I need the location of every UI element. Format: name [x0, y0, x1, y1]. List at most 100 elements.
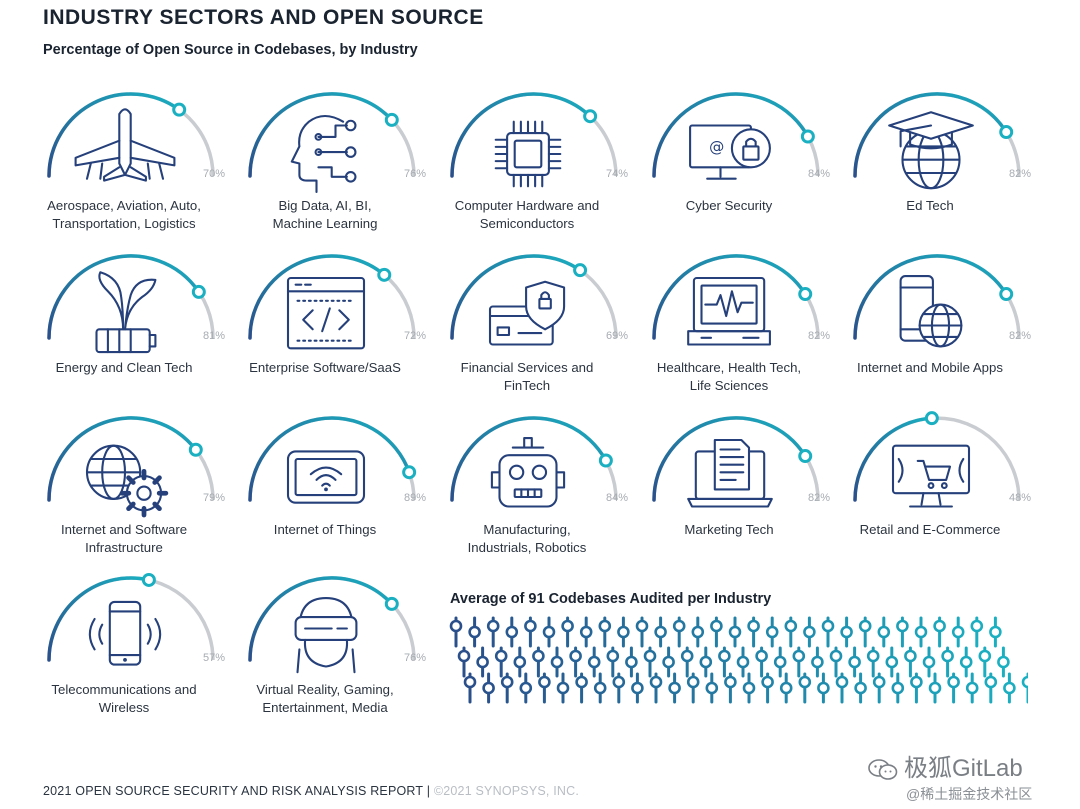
- gauge-track: [248, 92, 416, 177]
- gauge-percent-label: 89%: [404, 492, 426, 504]
- gauge-value-marker: [924, 411, 939, 426]
- gauge-value-arc: [47, 92, 181, 178]
- gauge-percent-label: 79%: [203, 492, 225, 504]
- codebase-figure: [542, 616, 556, 648]
- gauge-3: 84% @ Cyber Security: [652, 92, 830, 213]
- gauge-percent-label: 72%: [404, 330, 426, 342]
- codebase-figure: [691, 616, 705, 648]
- codebase-figure: [524, 616, 537, 648]
- page-title: INDUSTRY SECTORS AND OPEN SOURCE: [43, 6, 484, 29]
- gauge-value-arc: [853, 254, 1008, 340]
- codebase-figure: [914, 616, 928, 648]
- codebase-figure: [463, 672, 477, 704]
- ecg-monitor-icon: [687, 276, 771, 346]
- codebase-figure: [593, 672, 607, 704]
- gauge-industry-label: Marketing Tech: [684, 522, 773, 537]
- codebase-figure: [569, 646, 582, 678]
- gauge-percent-label: 48%: [1009, 492, 1031, 504]
- watermark: 极狐GitLab: [868, 748, 1023, 783]
- gauge-industry-label: Transportation, Logistics: [52, 216, 196, 231]
- codebase-figure: [941, 646, 954, 678]
- codebase-figure: [765, 616, 779, 648]
- gauge-value-marker: [188, 442, 203, 457]
- gauge-percent-label: 74%: [606, 168, 628, 180]
- codebase-figure: [829, 646, 843, 678]
- gauge-percent-label: 82%: [808, 330, 830, 342]
- gauge-track: [450, 416, 618, 501]
- wechat-icon: [868, 758, 898, 780]
- codebase-figure: [449, 616, 463, 648]
- gauge-industry-label: Energy and Clean Tech: [56, 360, 193, 375]
- gauge-industry-label: Industrials, Robotics: [468, 540, 587, 555]
- codebase-figure: [561, 616, 574, 648]
- gauge-track: [652, 254, 820, 339]
- watermark-source: @稀土掘金技术社区: [906, 786, 1033, 802]
- codebase-figure: [718, 646, 731, 678]
- gauge-percent-label: 81%: [203, 330, 225, 342]
- average-codebases-title: Average of 91 Codebases Audited per Indu…: [450, 591, 772, 607]
- watermark-brand: 极狐GitLab: [904, 755, 1023, 782]
- codebase-figure: [649, 672, 663, 704]
- gauge-industry-label: Internet and Mobile Apps: [857, 360, 1003, 375]
- gauge-16: 76%Virtual Reality, Gaming,Entertainment…: [248, 576, 426, 715]
- gauge-value-arc: [652, 92, 810, 178]
- codebase-figure: [866, 646, 880, 678]
- monitor-lock-icon: @: [689, 124, 771, 180]
- codebase-figure: [468, 616, 481, 648]
- gauge-value-marker: [141, 572, 156, 587]
- codebase-figure: [848, 646, 861, 678]
- codebase-figure: [736, 646, 750, 678]
- gauge-industry-label: Big Data, AI, BI,: [278, 198, 371, 213]
- codebase-figure: [710, 616, 723, 648]
- codebase-figure: [654, 616, 667, 648]
- codebase-figure: [617, 616, 630, 648]
- codebase-figure: [556, 672, 570, 704]
- codebase-figure: [896, 616, 909, 648]
- codebase-figure: [872, 672, 886, 704]
- gauge-percent-label: 82%: [1009, 330, 1031, 342]
- gauge-industry-label: Machine Learning: [273, 216, 378, 231]
- codebase-figure: [598, 616, 612, 648]
- gauge-industry-label: Infrastructure: [85, 540, 163, 555]
- gauge-value-arc: [450, 254, 582, 340]
- robot-icon: [490, 437, 566, 508]
- codebase-figure: [910, 672, 923, 704]
- codebase-figure: [803, 616, 816, 648]
- codebase-figure: [755, 646, 768, 678]
- gauge-5: 81% Energy and Clean Tech: [47, 254, 225, 375]
- codebase-figure: [532, 646, 545, 678]
- monitor-cart-icon: [891, 444, 971, 508]
- gauge-industry-label: FinTech: [504, 378, 550, 393]
- gauge-12: 84%Manufacturing,Industrials, Robotics: [450, 416, 628, 555]
- gauge-11: 89%Internet of Things: [248, 416, 426, 537]
- codebase-figure: [612, 672, 626, 704]
- gauge-industry-label: Healthcare, Health Tech,: [657, 360, 801, 375]
- chart-subtitle: Percentage of Open Source in Codebases, …: [43, 42, 418, 58]
- codebase-figure: [1003, 672, 1016, 704]
- tablet-wifi-icon: [286, 450, 366, 504]
- codebase-figure: [505, 616, 519, 648]
- footer: 2021 OPEN SOURCE SECURITY AND RISK ANALY…: [43, 784, 579, 798]
- codebase-figure: [779, 672, 793, 704]
- gauge-industry-label: Computer Hardware and: [455, 198, 599, 213]
- gauge-percent-label: 57%: [203, 652, 225, 664]
- codebase-figure: [457, 646, 471, 678]
- codebase-figure: [885, 646, 899, 678]
- codebase-figure: [494, 646, 508, 678]
- codebase-figure: [482, 672, 495, 704]
- gauge-value-arc: [652, 416, 807, 502]
- gauge-track: [47, 576, 215, 661]
- gauge-percent-label: 69%: [606, 330, 628, 342]
- gauge-value-arc: [248, 92, 394, 178]
- gauge-13: 82%Marketing Tech: [652, 416, 830, 537]
- gauge-industry-label: Cyber Security: [686, 198, 773, 213]
- gauge-percent-label: 84%: [808, 168, 830, 180]
- gauge-industry-label: Ed Tech: [906, 198, 953, 213]
- codebase-figure: [724, 672, 737, 704]
- codebase-figure: [742, 672, 756, 704]
- gauge-value-marker: [573, 263, 588, 278]
- plant-battery-icon: [95, 271, 157, 354]
- gauge-industry-label: Manufacturing,: [483, 522, 570, 537]
- gauge-value-marker: [191, 284, 206, 299]
